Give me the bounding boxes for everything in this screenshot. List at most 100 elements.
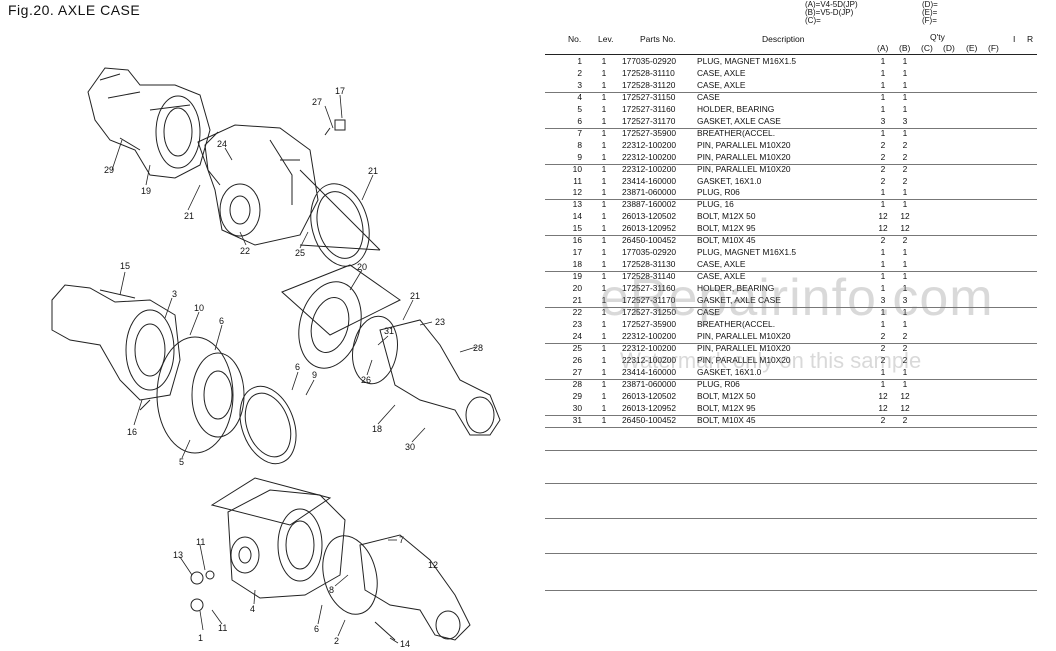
- cell-no: 27: [572, 366, 582, 377]
- empty-row-rule: [545, 590, 1037, 591]
- callout-16: 16: [127, 427, 137, 437]
- row-group-rule: [545, 414, 1037, 416]
- col-header-parts-no: Parts No.: [640, 34, 676, 44]
- cell-lev: 1: [601, 175, 607, 186]
- middle-axle-case-group: [51, 264, 501, 465]
- qty-col-b: (B): [899, 43, 911, 53]
- cell-a: 1: [880, 366, 886, 377]
- callout-22: 22: [240, 246, 250, 256]
- callout-20: 20: [357, 262, 367, 272]
- qty-col-c: (C): [921, 43, 933, 53]
- cell-a: 2: [880, 151, 886, 162]
- top-axle-case-group: [87, 67, 381, 267]
- cell-part: 23871-060000: [622, 378, 677, 389]
- cell-a: 2: [880, 342, 886, 353]
- cell-desc: BOLT, M10X 45: [697, 414, 756, 425]
- cell-lev: 1: [601, 151, 607, 162]
- cell-b: 1: [902, 378, 908, 389]
- cell-desc: PLUG, R06: [697, 187, 740, 198]
- cell-desc: BREATHER(ACCEL.: [697, 127, 776, 138]
- cell-b: 1: [902, 127, 908, 138]
- cell-b: 1: [902, 271, 908, 282]
- callout-18: 18: [372, 424, 382, 434]
- cell-no: 25: [572, 342, 582, 353]
- cell-b: 2: [902, 330, 908, 341]
- callout-27: 27: [312, 97, 322, 107]
- cell-b: 2: [902, 175, 908, 186]
- cell-lev: 1: [601, 91, 607, 102]
- cell-b: 1: [902, 187, 908, 198]
- cell-part: 172528-31120: [622, 79, 676, 90]
- cell-no: 9: [577, 151, 582, 162]
- row-group-rule: [545, 163, 1037, 165]
- cell-a: 12: [878, 211, 888, 222]
- cell-lev: 1: [601, 103, 607, 114]
- bottom-axle-case-group: [190, 477, 471, 641]
- cell-desc: GASKET, AXLE CASE: [697, 115, 781, 126]
- figure-title: Fig.20. AXLE CASE: [8, 2, 141, 18]
- cell-no: 8: [577, 139, 582, 150]
- callout-13: 13: [173, 550, 183, 560]
- cell-b: 2: [902, 235, 908, 246]
- cell-no: 4: [577, 91, 582, 102]
- cell-no: 31: [572, 414, 582, 425]
- cell-lev: 1: [601, 378, 607, 389]
- cell-a: 12: [878, 223, 888, 234]
- cell-no: 16: [572, 235, 582, 246]
- callout-12: 12: [428, 560, 438, 570]
- cell-lev: 1: [601, 79, 607, 90]
- cell-lev: 1: [601, 318, 607, 329]
- cell-no: 20: [572, 283, 582, 294]
- cell-b: 2: [902, 163, 908, 174]
- cell-no: 3: [577, 79, 582, 90]
- callout-14: 14: [400, 639, 410, 649]
- cell-b: 12: [900, 223, 910, 234]
- cell-desc: HOLDER, BEARING: [697, 283, 775, 294]
- callout-8: 8: [329, 585, 334, 595]
- cell-a: 1: [880, 127, 886, 138]
- col-header-r: R: [1027, 34, 1034, 44]
- cell-a: 1: [880, 378, 886, 389]
- cell-no: 13: [572, 199, 582, 210]
- cell-a: 2: [880, 163, 886, 174]
- cell-desc: PIN, PARALLEL M10X20: [697, 139, 791, 150]
- cell-part: 172527-31170: [622, 115, 676, 126]
- cell-part: 172527-31250: [622, 306, 677, 317]
- watermark-sample-note: Watermark only on this sample: [620, 348, 922, 373]
- cell-b: 1: [902, 366, 908, 377]
- cell-part: 23871-060000: [622, 187, 677, 198]
- callout-21a: 21: [184, 211, 194, 221]
- callout-6a: 6: [219, 316, 224, 326]
- callout-28: 28: [473, 343, 483, 353]
- cell-no: 11: [573, 175, 582, 186]
- axle-case-diagram: 17 27 29 19 24 21 22 25 21 15 3 10 6 16 …: [51, 67, 501, 649]
- cell-lev: 1: [601, 115, 607, 126]
- qty-col-d: (D): [943, 43, 955, 53]
- cell-no: 12: [572, 187, 582, 198]
- cell-no: 14: [572, 211, 582, 222]
- cell-part: 26013-120502: [622, 211, 677, 222]
- cell-a: 1: [880, 56, 886, 66]
- cell-lev: 1: [601, 283, 607, 294]
- cell-no: 18: [572, 259, 582, 270]
- cell-desc: BOLT, M12X 50: [697, 390, 756, 401]
- callout-17: 17: [335, 86, 345, 96]
- callout-6b: 6: [295, 362, 300, 372]
- cell-part: 172528-31110: [622, 67, 675, 78]
- cell-lev: 1: [601, 271, 607, 282]
- cell-a: 12: [878, 390, 888, 401]
- callout-11a: 11: [196, 537, 205, 547]
- cell-no: 28: [572, 378, 582, 389]
- cell-no: 21: [572, 295, 582, 305]
